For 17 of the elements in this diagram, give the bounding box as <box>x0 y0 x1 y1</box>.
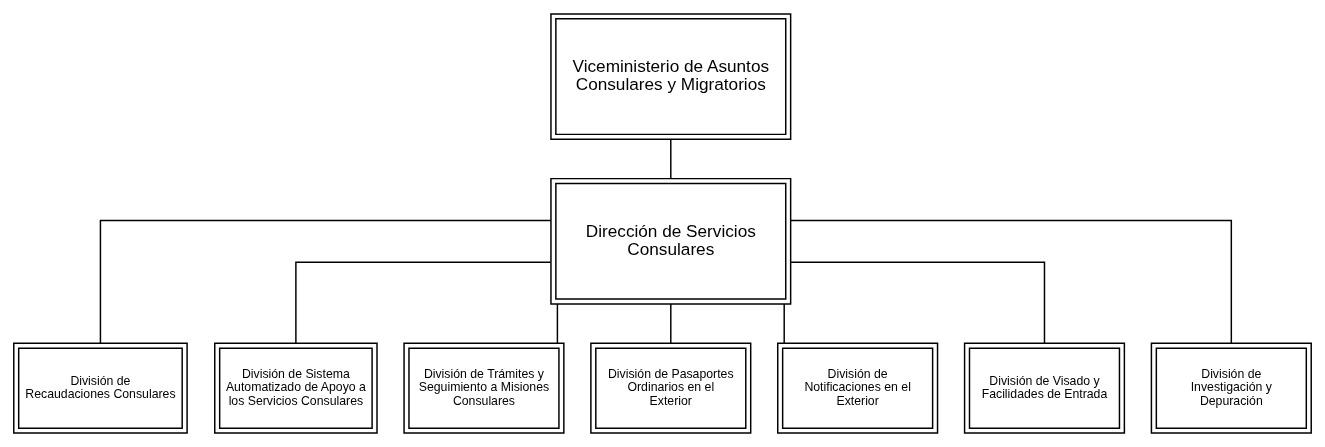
connector <box>295 261 552 344</box>
node-box: División de Trámites y Seguimiento a Misiones Consulares <box>403 342 565 434</box>
connector <box>783 303 785 344</box>
node-box: División de Recaudaciones Consulares <box>13 342 188 434</box>
connector <box>670 138 672 179</box>
node-box: División de Pasaportes Ordinarios en el Exterior <box>590 342 752 434</box>
connector <box>789 219 1233 344</box>
connector <box>556 303 559 344</box>
node-box: División de Sistema Automatizado de Apoyo a los Servicios Consulares <box>214 342 378 434</box>
node-box: División de Investigación y Depuración <box>1150 342 1312 434</box>
connector <box>790 261 1046 344</box>
connector <box>99 219 552 344</box>
node-box: División de Visado y Facilidades de Entrada <box>963 342 1126 434</box>
node-box: Viceministerio de Asuntos Consulares y Migratorios <box>550 13 792 141</box>
connector <box>670 303 672 344</box>
node-box: División de Notificaciones en el Exterior <box>777 342 939 434</box>
node-box: Dirección de Servicios Consulares <box>550 177 792 305</box>
